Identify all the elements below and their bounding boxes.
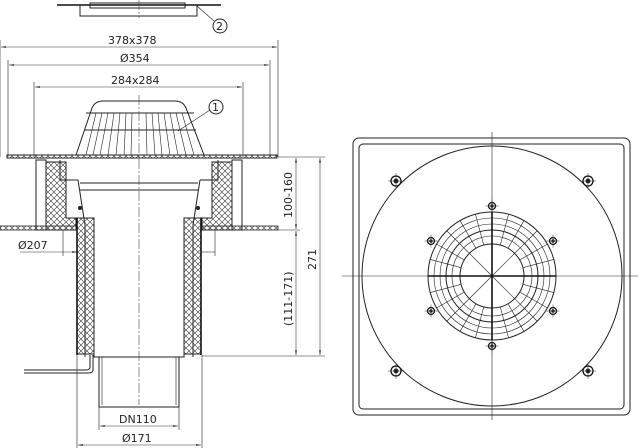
screw-icon xyxy=(580,363,596,379)
screw-icon xyxy=(546,304,560,318)
dome-grate: 1 xyxy=(75,99,224,156)
dim-378-label: 378x378 xyxy=(108,34,157,47)
dim-284-label: 284x284 xyxy=(111,74,160,87)
dim-271-label: 271 xyxy=(306,249,319,270)
dim-100-160-label: 100-160 xyxy=(282,172,295,218)
screw-icon xyxy=(485,339,499,353)
screw-icon xyxy=(388,173,404,189)
dim-207-label: Ø207 xyxy=(18,239,48,252)
dim-354-label: Ø354 xyxy=(120,52,150,65)
section-view: 378x378 Ø354 284x284 xyxy=(0,34,325,448)
dim-dn110-label: DN110 xyxy=(119,413,157,426)
dim-collar-diameter: Ø207 xyxy=(18,230,216,256)
screw-icon xyxy=(546,234,560,248)
screw-icon xyxy=(424,234,438,248)
dim-heights: 100-160 (111-171) 271 xyxy=(202,156,325,357)
screw-icon xyxy=(424,304,438,318)
drain-body xyxy=(0,95,279,408)
screw-icon xyxy=(485,199,499,213)
callout-1-label: 1 xyxy=(212,101,219,114)
dim-pipe: DN110 Ø171 xyxy=(76,355,203,448)
screw-icon xyxy=(580,173,596,189)
flange xyxy=(6,154,278,159)
dim-grate-square: 284x284 xyxy=(33,74,244,157)
screw-icon xyxy=(388,363,404,379)
dim-111-171-label: (111-171) xyxy=(282,271,295,326)
dim-flange-square: 378x378 xyxy=(0,34,279,157)
dim-flange-diameter: Ø354 xyxy=(7,52,271,157)
flange-detail-view: 2 xyxy=(57,0,228,34)
grate-plan xyxy=(427,211,557,341)
plan-view xyxy=(342,132,638,420)
dim-171-label: Ø171 xyxy=(122,432,152,445)
callout-2-label: 2 xyxy=(216,20,223,33)
